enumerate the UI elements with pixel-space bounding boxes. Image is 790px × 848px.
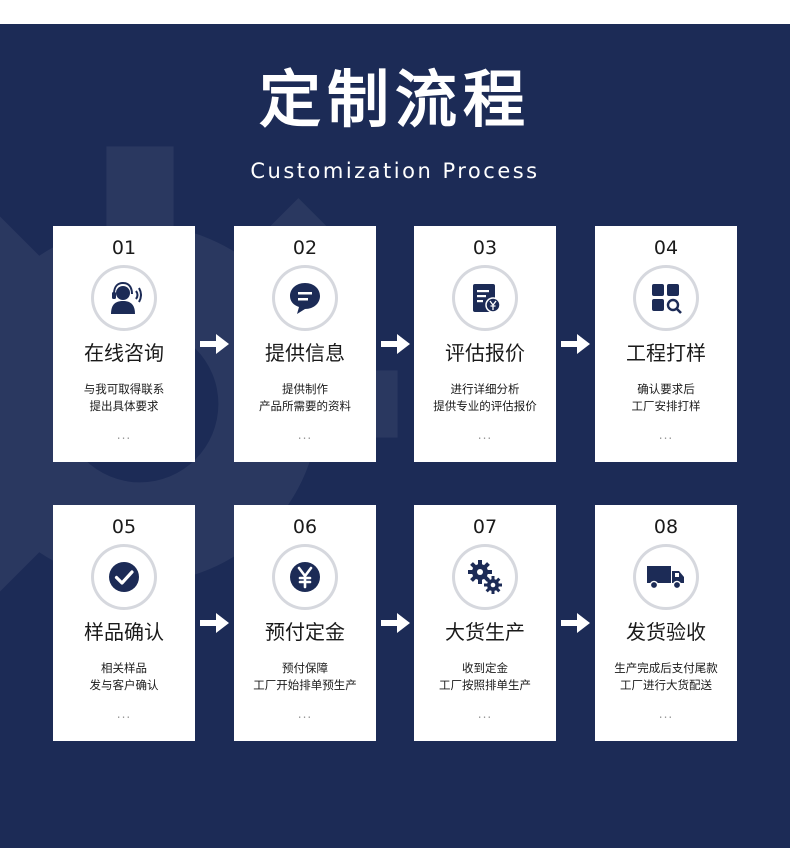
delivery-truck-icon: [636, 547, 696, 607]
chat-bubble-icon: [275, 268, 335, 328]
step-number: 04: [653, 237, 679, 259]
step-description: 提供制作产品所需要的资料: [259, 382, 351, 413]
arrow-right-icon: [381, 334, 410, 354]
step-card-01: 01 在线咨询 与我可取得联系提出具体要求 ...: [53, 226, 195, 462]
step-card-08: 08 发货验收 生产完成后支付尾款工厂进行大货配送 ...: [595, 505, 737, 741]
step-number: 07: [472, 516, 498, 538]
more-ellipsis: ...: [658, 707, 674, 721]
step-number: 08: [653, 516, 679, 538]
arrow-right-icon: [381, 613, 410, 633]
step-title: 提供信息: [265, 341, 345, 365]
step-title: 发货验收: [626, 620, 706, 644]
more-ellipsis: ...: [477, 707, 493, 721]
step-description: 确认要求后工厂安排打样: [631, 382, 701, 413]
step-title: 评估报价: [445, 341, 525, 365]
invoice-yen-icon: [455, 268, 515, 328]
step-description: 进行详细分析提供专业的评估报价: [433, 382, 537, 413]
step-description: 相关样品发与客户确认: [89, 661, 159, 692]
check-circle-icon: [94, 547, 154, 607]
step-title: 工程打样: [626, 341, 706, 365]
step-description: 收到定金工厂按照排单生产: [439, 661, 531, 692]
page-title: 定制流程: [258, 63, 531, 136]
more-ellipsis: ...: [658, 428, 674, 442]
step-card-03: 03 评估报价 进行详细分析提供专业的评估报价 ...: [414, 226, 556, 462]
arrow-right-icon: [561, 613, 590, 633]
step-title: 大货生产: [445, 620, 525, 644]
step-number: 02: [292, 237, 318, 259]
step-title: 在线咨询: [84, 341, 164, 365]
step-number: 06: [292, 516, 318, 538]
step-card-04: 04 工程打样 确认要求后工厂安排打样 ...: [595, 226, 737, 462]
yen-coin-icon: [275, 547, 335, 607]
step-title: 样品确认: [84, 620, 164, 644]
more-ellipsis: ...: [477, 428, 493, 442]
step-description: 生产完成后支付尾款工厂进行大货配送: [614, 661, 718, 692]
more-ellipsis: ...: [116, 707, 132, 721]
step-title: 预付定金: [265, 620, 345, 644]
grid-search-icon: [636, 268, 696, 328]
more-ellipsis: ...: [116, 428, 132, 442]
arrow-right-icon: [200, 613, 229, 633]
gears-icon: [455, 547, 515, 607]
step-description: 预付保障工厂开始排单预生产: [253, 661, 357, 692]
step-card-05: 05 样品确认 相关样品发与客户确认 ...: [53, 505, 195, 741]
step-description: 与我可取得联系提出具体要求: [83, 382, 165, 413]
arrow-right-icon: [561, 334, 590, 354]
step-card-02: 02 提供信息 提供制作产品所需要的资料 ...: [234, 226, 376, 462]
headset-agent-icon: [94, 268, 154, 328]
step-number: 01: [111, 237, 137, 259]
step-card-07: 07 大货生产 收到定金工厂按照排单生产: [414, 505, 556, 741]
step-number: 03: [472, 237, 498, 259]
more-ellipsis: ...: [297, 707, 313, 721]
step-card-06: 06 预付定金 预付保障工厂开始排单预生产 ...: [234, 505, 376, 741]
arrow-right-icon: [200, 334, 229, 354]
page-subtitle: Customization Process: [250, 159, 540, 183]
more-ellipsis: ...: [297, 428, 313, 442]
step-number: 05: [111, 516, 137, 538]
